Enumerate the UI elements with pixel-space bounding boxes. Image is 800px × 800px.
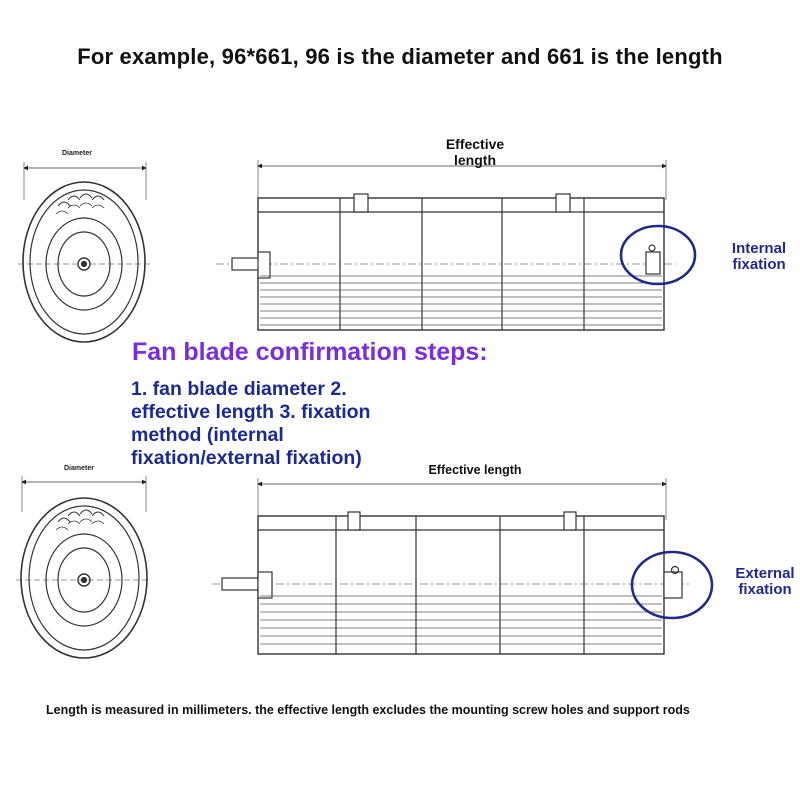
top-diameter-label: Diameter: [62, 150, 92, 157]
internal-fixation-label: Internal fixation: [731, 240, 787, 273]
footnote: Length is measured in millimeters. the e…: [46, 703, 690, 717]
top-outer-rim: [22, 181, 146, 343]
steps-heading: Fan blade confirmation steps:: [132, 338, 488, 366]
top-effective-length-label: Effective length: [445, 136, 505, 168]
external-fixation-highlight: [630, 550, 714, 620]
bottom-length-view: [212, 478, 690, 655]
top-length-view: [216, 160, 676, 331]
steps-body: 1. fan blade diameter 2. effective lengt…: [131, 378, 371, 469]
page-title: For example, 96*661, 96 is the diameter …: [77, 44, 723, 69]
external-fixation-label: External fixation: [735, 565, 795, 598]
bottom-blade-slats: [260, 595, 662, 645]
bottom-end-view: [16, 476, 150, 659]
internal-fixation-highlight: [619, 224, 697, 286]
bottom-effective-length-label: Effective length: [428, 463, 522, 477]
bottom-diameter-label: Diameter: [64, 465, 94, 472]
top-blade-slats: [260, 275, 662, 326]
top-end-view: [18, 162, 150, 343]
bottom-outer-rim: [20, 497, 148, 659]
